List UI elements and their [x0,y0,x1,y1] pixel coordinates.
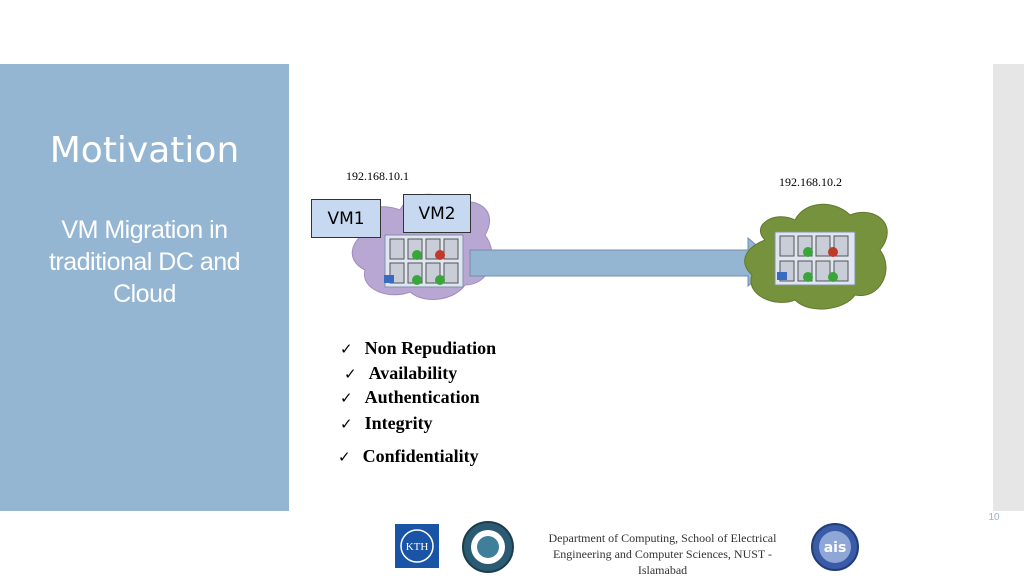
title-panel [0,64,289,511]
checkmark-icon: ✓ [340,415,353,433]
slide-subtitle: VM Migration in traditional DC and Cloud [48,216,241,308]
slide-title: Motivation [49,130,240,171]
side-bar [993,64,1024,511]
source-server-icons [384,238,459,285]
svg-text:ais: ais [824,540,847,556]
checkmark-icon: ✓ [340,389,353,407]
checkmark-icon: ✓ [340,340,353,358]
checkmark-icon: ✓ [338,448,351,466]
page-number: 10 [988,512,1000,523]
checklist-item: ✓Integrity [340,413,433,433]
dest-ip-label: 192.168.10.2 [779,175,842,189]
footer-department: Department of Computing, School of Elect… [548,531,777,577]
vm2-box: VM2 [403,194,471,233]
kth-logo-icon: KTH [395,524,439,568]
checklist-item: ✓Confidentiality [338,446,479,466]
ais-logo-icon: ais [811,523,859,571]
dest-server-icons [777,235,849,282]
svg-text:KTH: KTH [406,541,429,553]
migration-arrow [469,236,777,288]
checklist-item: ✓Authentication [340,387,480,407]
checklist-item: ✓Availability [344,363,458,383]
dest-cloud [744,203,888,310]
checklist-item: ✓Non Repudiation [340,338,497,358]
source-ip-label: 192.168.10.1 [346,169,409,183]
vm1-box: VM1 [311,199,381,238]
nust-logo-icon [462,521,514,573]
checkmark-icon: ✓ [344,365,357,383]
